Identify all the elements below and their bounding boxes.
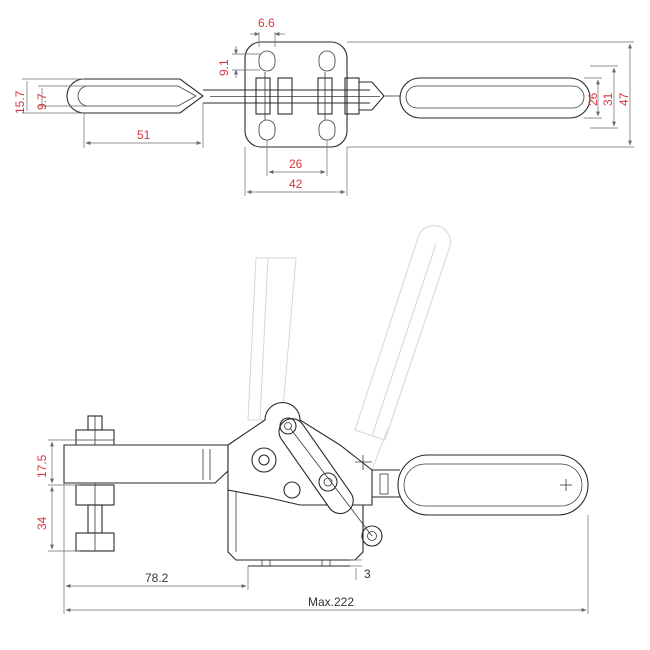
dim-spindle-depth: 34 [35,516,49,530]
dim-total-length: Max.222 [308,595,354,609]
dim-hole-spacing: 26 [289,157,303,171]
grip-top [359,77,591,119]
dim-slot-height: 9.1 [217,59,231,76]
linkage [227,401,383,547]
clamp-arm [63,444,229,484]
top-view: 6.6 9.1 15.7 9.7 51 26 [13,16,634,196]
dimensions-side: 17.5 34 78.2 3 Max.222 [35,439,589,614]
dim-base-offset: 3 [364,567,371,581]
side-view: 17.5 34 78.2 3 Max.222 [35,225,589,614]
dim-spindle-height: 17.5 [35,454,49,478]
dim-hole-width: 6.6 [258,16,275,30]
dim-grip-mid: 31 [601,92,615,106]
dim-grip-outer: 47 [617,92,631,106]
handle-loop [66,78,204,114]
handle-side [372,454,589,516]
dim-handle-inner: 9.7 [35,93,49,110]
base-plate-top [244,41,360,148]
dim-reach: 78.2 [145,571,169,585]
shaft-top [203,89,380,104]
dim-handle-length: 51 [137,128,151,142]
base-block [227,490,364,567]
dim-base-width: 42 [289,177,303,191]
dimensions-top: 6.6 9.1 15.7 9.7 51 26 [13,16,634,196]
dim-handle-outer: 15.7 [13,90,27,114]
dim-grip-inner: 26 [586,92,600,106]
